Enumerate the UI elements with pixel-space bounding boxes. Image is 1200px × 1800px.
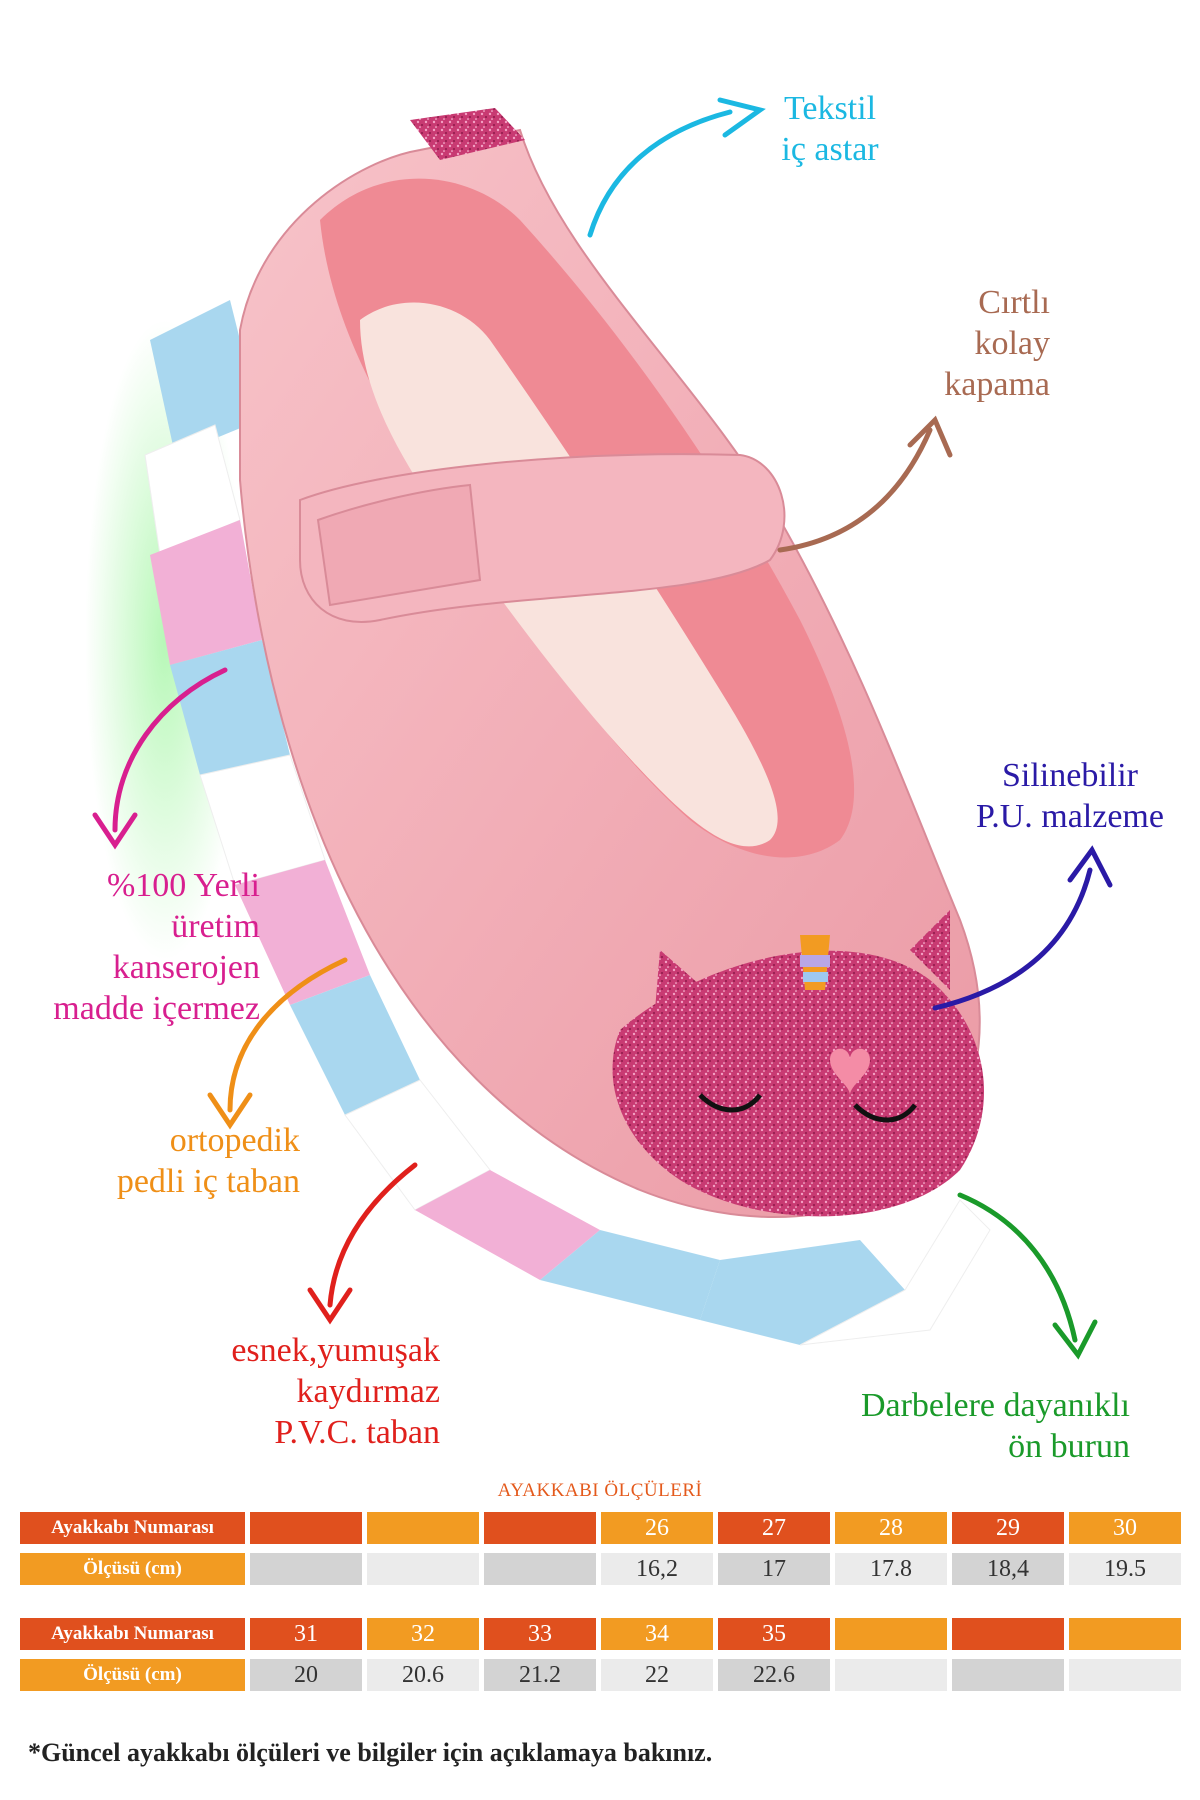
label-lining: Tekstil iç astar	[760, 88, 900, 170]
number-cell	[484, 1512, 596, 1544]
label-origin-line2: kanserojen	[112, 949, 260, 986]
number-cell	[1069, 1618, 1181, 1650]
size-cell: 19.5	[1069, 1553, 1181, 1585]
label-sole-line1: esnek,yumuşak	[231, 1332, 440, 1369]
size-cell: 16,2	[601, 1553, 713, 1585]
row-header-number: Ayakkabı Numarası	[20, 1512, 245, 1544]
number-cell: 34	[601, 1618, 713, 1650]
label-lining-line1: Tekstil	[783, 90, 877, 127]
label-sole-line3: P.V.C. taban	[274, 1414, 440, 1451]
label-lining-line2: iç astar	[781, 131, 879, 168]
label-material-line1: Silinebilir	[1002, 757, 1138, 794]
glitter-toe	[612, 950, 984, 1217]
label-origin-line3: madde içermez	[53, 990, 260, 1027]
label-closure-line1: Cırtlı	[978, 284, 1050, 321]
label-closure-line3: kapama	[944, 366, 1050, 403]
label-material-line2: P.U. malzeme	[976, 798, 1164, 835]
number-cell	[367, 1512, 479, 1544]
size-cell: 20.6	[367, 1659, 479, 1691]
size-cell	[250, 1553, 362, 1585]
size-cell	[367, 1553, 479, 1585]
number-cell	[952, 1618, 1064, 1650]
number-cell: 33	[484, 1618, 596, 1650]
annotation-arrows	[92, 97, 1113, 1360]
label-closure: Cırtlı kolay kapama	[880, 282, 1050, 405]
size-cell	[1069, 1659, 1181, 1691]
size-cell	[835, 1659, 947, 1691]
size-cell: 21.2	[484, 1659, 596, 1691]
label-insole: ortopedik pedli iç taban	[60, 1120, 300, 1202]
number-cell	[835, 1618, 947, 1650]
number-cell: 30	[1069, 1512, 1181, 1544]
label-closure-line2: kolay	[974, 325, 1050, 362]
size-cell	[484, 1553, 596, 1585]
label-origin: %100 Yerli üretim kanserojen madde içerm…	[20, 865, 260, 1029]
table-row-numbers-1: Ayakkabı Numarası 26 27 28 29 30	[20, 1512, 1181, 1544]
table-row-sizes-1: Ölçüsü (cm) 16,2 17 17.8 18,4 19.5	[20, 1553, 1181, 1585]
size-cell	[952, 1659, 1064, 1691]
label-sole-line2: kaydırmaz	[296, 1373, 441, 1410]
number-cell: 32	[367, 1618, 479, 1650]
row-header-size: Ölçüsü (cm)	[20, 1659, 245, 1691]
label-insole-line2: pedli iç taban	[116, 1163, 300, 1200]
number-cell: 29	[952, 1512, 1064, 1544]
label-origin-line1: %100 Yerli üretim	[106, 867, 260, 945]
size-cell: 17.8	[835, 1553, 947, 1585]
shoe-illustration	[85, 108, 991, 1346]
table-row-numbers-2: Ayakkabı Numarası 31 32 33 34 35	[20, 1618, 1181, 1650]
row-header-size: Ölçüsü (cm)	[20, 1553, 245, 1585]
number-cell: 28	[835, 1512, 947, 1544]
table-row-sizes-2: Ölçüsü (cm) 20 20.6 21.2 22 22.6	[20, 1659, 1181, 1691]
number-cell: 26	[601, 1512, 713, 1544]
row-header-number: Ayakkabı Numarası	[20, 1618, 245, 1650]
label-toe-line2: ön burun	[1008, 1428, 1130, 1465]
size-table-title: AYAKKABI ÖLÇÜLERİ	[497, 1480, 703, 1501]
label-toe: Darbelere dayanıklı ön burun	[820, 1385, 1130, 1467]
label-sole: esnek,yumuşak kaydırmaz P.V.C. taban	[190, 1330, 440, 1453]
label-insole-line1: ortopedik	[169, 1122, 300, 1159]
size-cell: 22.6	[718, 1659, 830, 1691]
number-cell	[250, 1512, 362, 1544]
footnote: *Güncel ayakkabı ölçüleri ve bilgiler iç…	[28, 1738, 713, 1767]
number-cell: 31	[250, 1618, 362, 1650]
size-cell: 17	[718, 1553, 830, 1585]
number-cell: 27	[718, 1512, 830, 1544]
sole-stripes	[144, 300, 991, 1346]
size-cell: 22	[601, 1659, 713, 1691]
size-cell: 20	[250, 1659, 362, 1691]
size-cell: 18,4	[952, 1553, 1064, 1585]
label-material: Silinebilir P.U. malzeme	[960, 755, 1180, 837]
label-toe-line1: Darbelere dayanıklı	[860, 1387, 1130, 1424]
number-cell: 35	[718, 1618, 830, 1650]
